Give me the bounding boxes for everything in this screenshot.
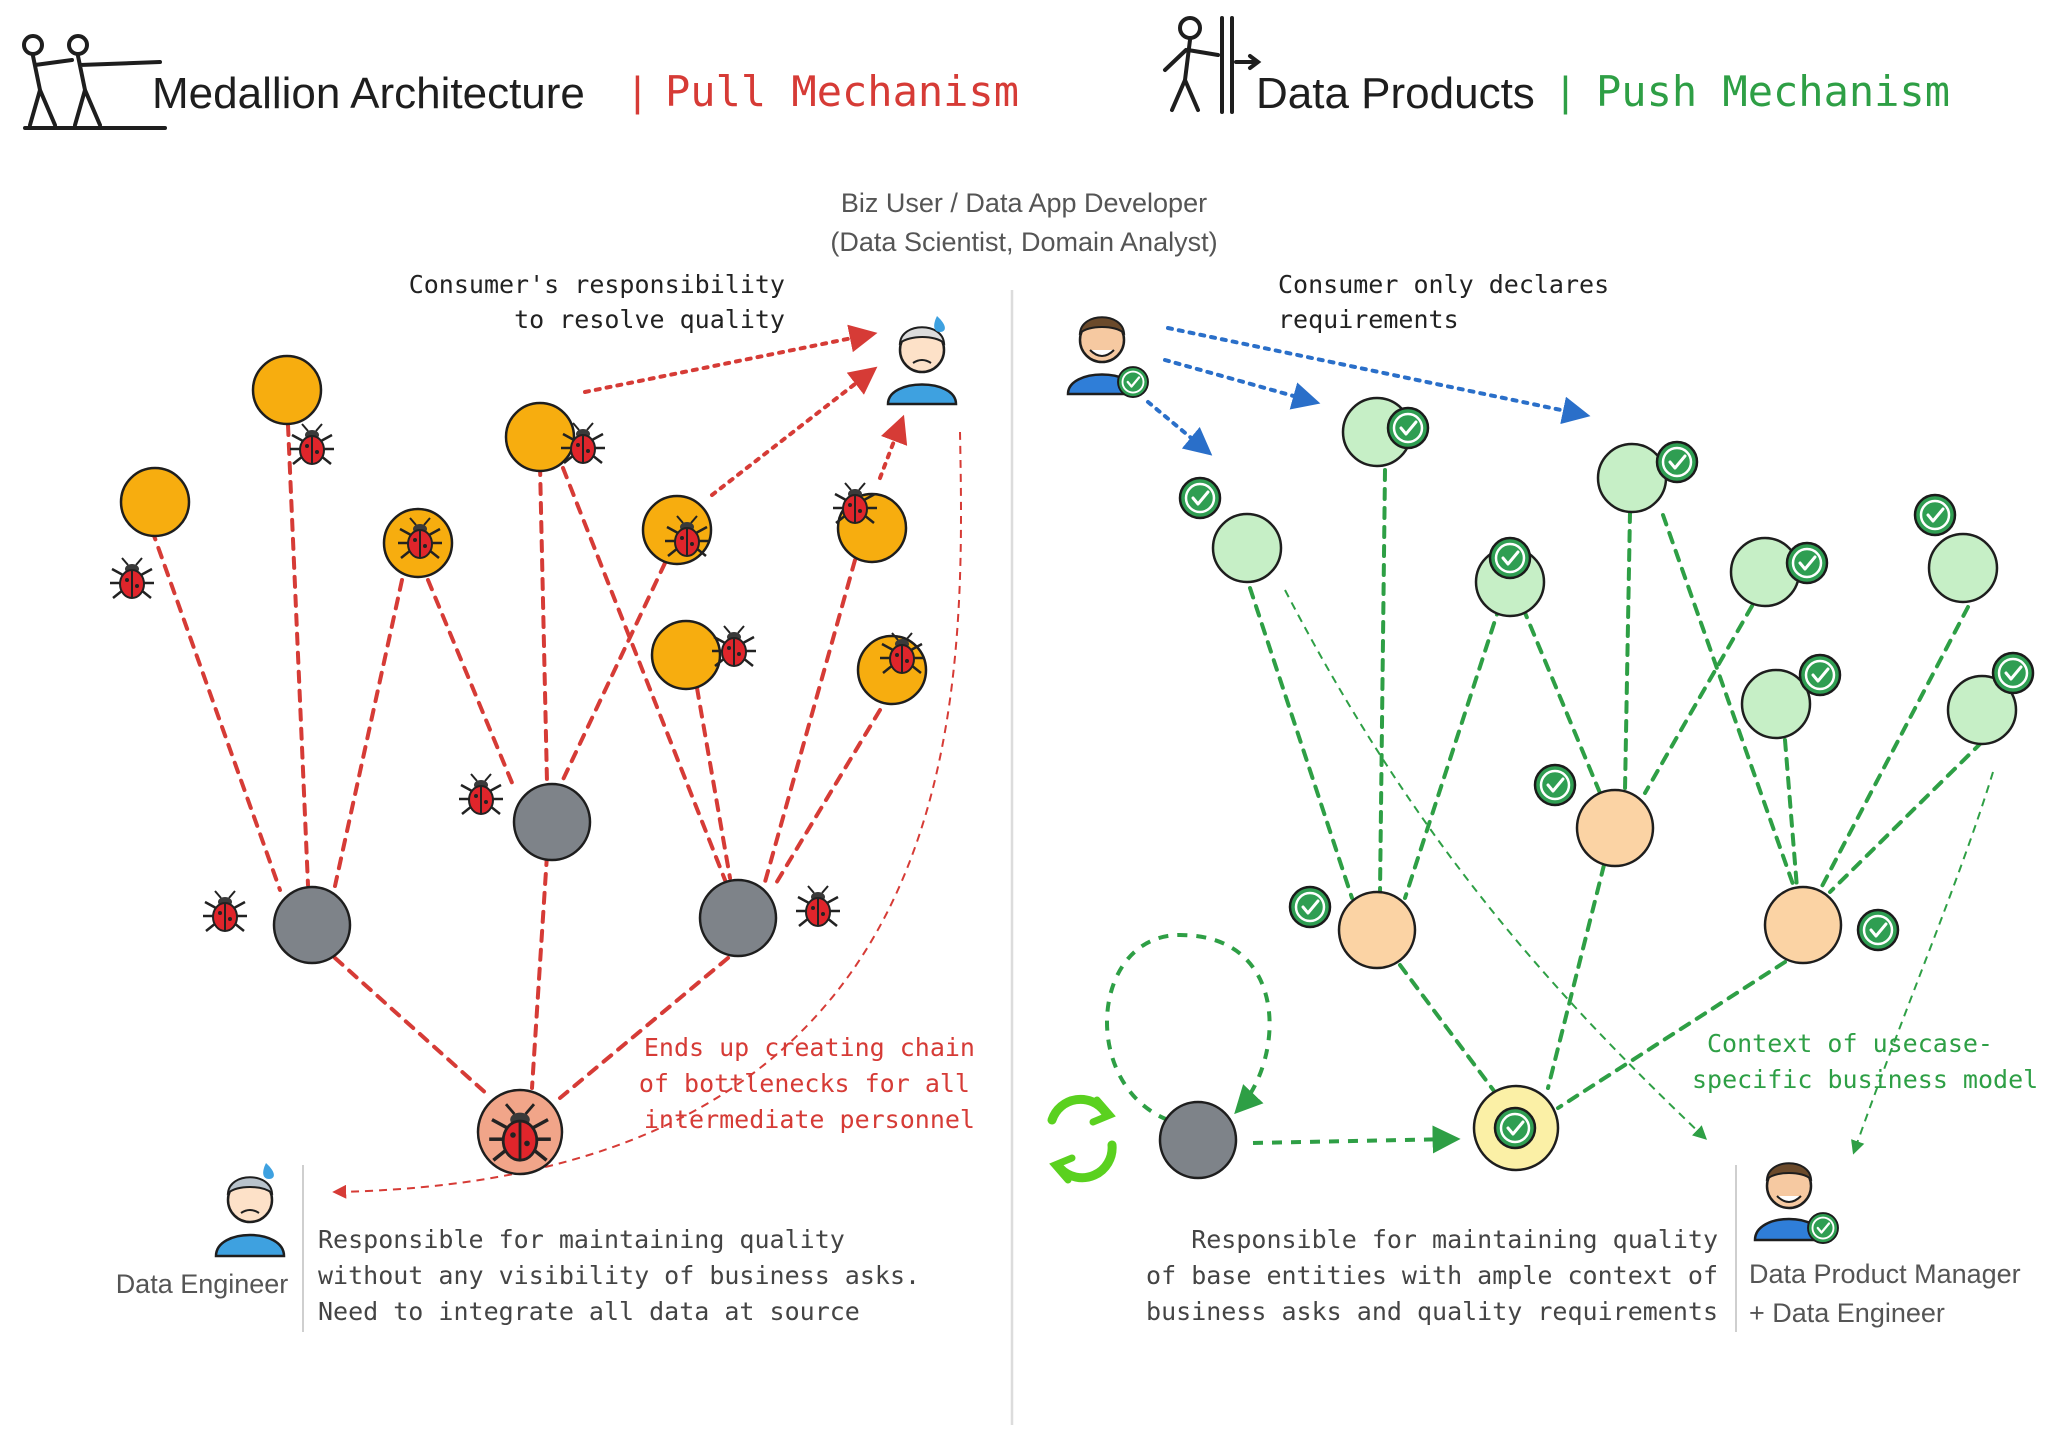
context-note-line2: specific business model — [1692, 1065, 2038, 1094]
left-nodes — [119, 354, 928, 1176]
data-product-manager-avatar — [1753, 1162, 1840, 1245]
data-engineer-label: Data Engineer — [116, 1269, 289, 1299]
left-consumer-note-line2: to resolve quality — [514, 305, 785, 334]
right-engineer-note-line1: Responsible for maintaining quality — [1191, 1225, 1718, 1254]
node-green — [1211, 512, 1283, 584]
left-subtitle: Pull Mechanism — [665, 67, 1019, 116]
node-gray — [272, 885, 352, 965]
left-title: Medallion Architecture — [152, 69, 585, 118]
node-orange — [650, 619, 722, 691]
node-green — [1740, 668, 1812, 740]
node-gray — [698, 878, 778, 958]
loop-arrow — [1105, 932, 1272, 1122]
node-gray — [512, 782, 592, 862]
node-green — [1596, 442, 1668, 514]
consumer-label-line1: Biz User / Data App Developer — [841, 188, 1207, 218]
right-subtitle: Push Mechanism — [1596, 67, 1950, 116]
left-engineer-note-line2: without any visibility of business asks. — [318, 1261, 920, 1290]
node-peach — [1337, 890, 1417, 970]
node-orange — [251, 354, 323, 426]
recycle-icon — [1047, 1094, 1117, 1184]
node-orange — [504, 401, 576, 473]
node-orange — [119, 466, 191, 538]
right-title: Data Products — [1256, 69, 1535, 118]
right-title-separator: | — [1560, 68, 1571, 115]
left-consumer-arrows — [583, 324, 908, 497]
bottleneck-note-line2: of bottlenecks for all — [639, 1069, 970, 1098]
manager-label-line1: Data Product Manager — [1749, 1259, 2021, 1289]
node-green — [1946, 674, 2018, 746]
node-gray-base — [1158, 1100, 1238, 1180]
node-peach — [1575, 788, 1655, 868]
right-edges — [1248, 468, 1984, 1110]
left-engineer-note-line1: Responsible for maintaining quality — [318, 1225, 845, 1254]
left-engineer-note-line3: Need to integrate all data at source — [318, 1297, 860, 1326]
right-consumer-note-line1: Consumer only declares — [1278, 270, 1609, 299]
push-icon — [1163, 16, 1262, 114]
pull-icon — [22, 34, 167, 130]
left-title-separator: | — [632, 68, 643, 115]
base-to-product-arrow — [1252, 1125, 1461, 1154]
bottleneck-note-line3: intermediate personnel — [644, 1105, 975, 1134]
feedback-arrow-to-engineer — [332, 431, 962, 1199]
right-consumer-note-line2: requirements — [1278, 305, 1459, 334]
manager-label-line2: + Data Engineer — [1749, 1298, 1945, 1328]
right-engineer-note-line2: of base entities with ample context of — [1146, 1261, 1718, 1290]
right-engineer-note-line3: business asks and quality requirements — [1146, 1297, 1718, 1326]
left-consumer-note-line1: Consumer's responsibility — [409, 270, 785, 299]
right-consumer-arrows — [1146, 326, 1591, 456]
consumer-label-line2: (Data Scientist, Domain Analyst) — [830, 227, 1217, 257]
data-engineer-avatar — [214, 1163, 286, 1258]
bottleneck-note-line1: Ends up creating chain — [644, 1033, 975, 1062]
stressed-consumer-avatar — [886, 316, 958, 406]
left-edges — [150, 423, 882, 1100]
context-arrow-right — [1851, 771, 1994, 1155]
node-green — [1927, 532, 1999, 604]
happy-consumer-avatar — [1066, 316, 1150, 399]
right-nodes — [1158, 396, 2018, 1180]
context-note-line1: Context of usecase- — [1707, 1029, 1993, 1058]
context-arrow-left — [1284, 589, 1708, 1140]
node-peach — [1763, 885, 1843, 965]
